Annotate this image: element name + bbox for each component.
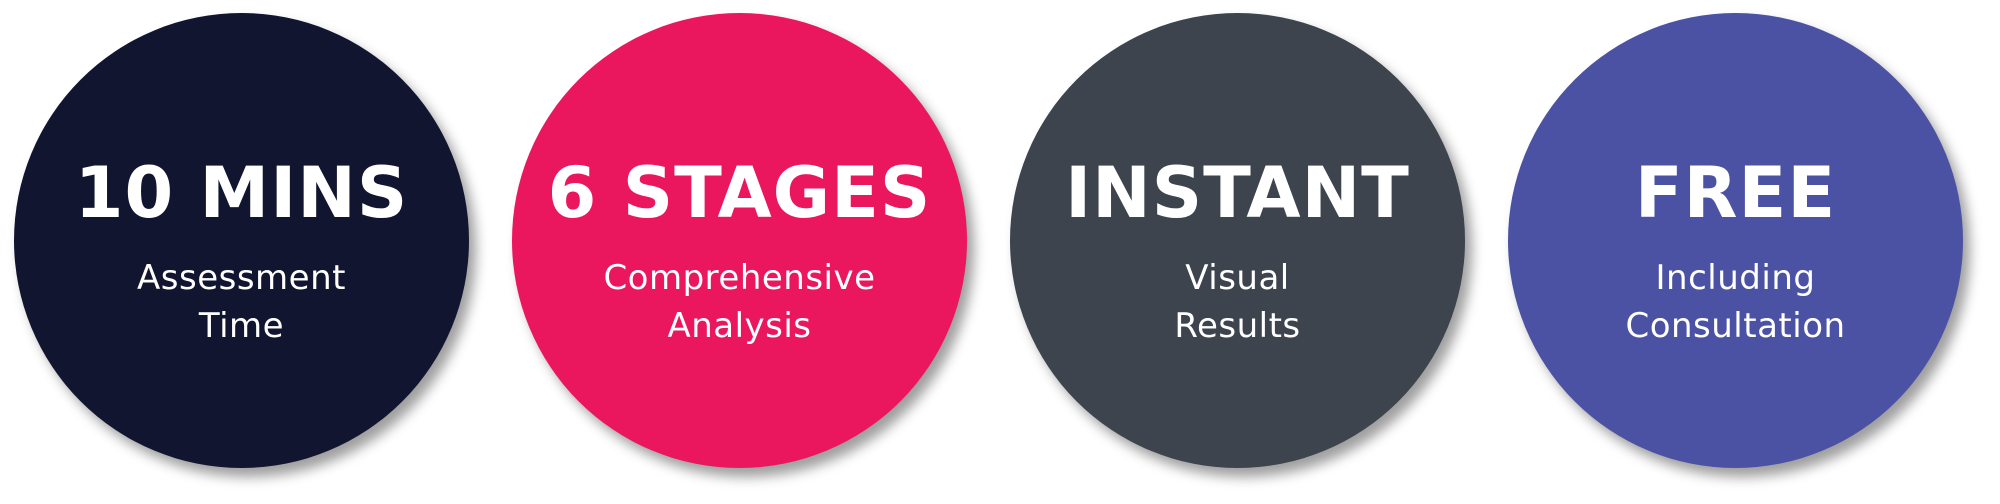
stat-caption: Comprehensive Analysis bbox=[603, 254, 875, 350]
stat-caption-line-2: Analysis bbox=[667, 306, 812, 346]
stat-caption-line-1: Including bbox=[1655, 258, 1816, 298]
stat-caption-line-1: Visual bbox=[1185, 258, 1290, 298]
stat-caption-line-1: Assessment bbox=[137, 258, 346, 298]
stat-caption-line-1: Comprehensive bbox=[603, 258, 876, 298]
stat-caption: Including Consultation bbox=[1625, 254, 1845, 350]
stat-circle-comprehensive-analysis: 6 STAGES Comprehensive Analysis bbox=[512, 13, 967, 468]
stat-caption-line-2: Consultation bbox=[1625, 306, 1846, 346]
stat-caption: Visual Results bbox=[1174, 254, 1300, 350]
stat-circle-assessment-time: 10 MINS Assessment Time bbox=[14, 13, 469, 468]
stat-circle-free-consultation: FREE Including Consultation bbox=[1508, 13, 1963, 468]
stat-headline: INSTANT bbox=[1065, 152, 1410, 234]
stat-headline: 10 MINS bbox=[74, 152, 409, 234]
stat-caption-line-2: Results bbox=[1174, 306, 1301, 346]
stat-caption: Assessment Time bbox=[137, 254, 346, 350]
stat-circle-visual-results: INSTANT Visual Results bbox=[1010, 13, 1465, 468]
stat-caption-line-2: Time bbox=[198, 306, 285, 346]
stat-headline: 6 STAGES bbox=[547, 152, 932, 234]
stat-headline: FREE bbox=[1634, 152, 1837, 234]
